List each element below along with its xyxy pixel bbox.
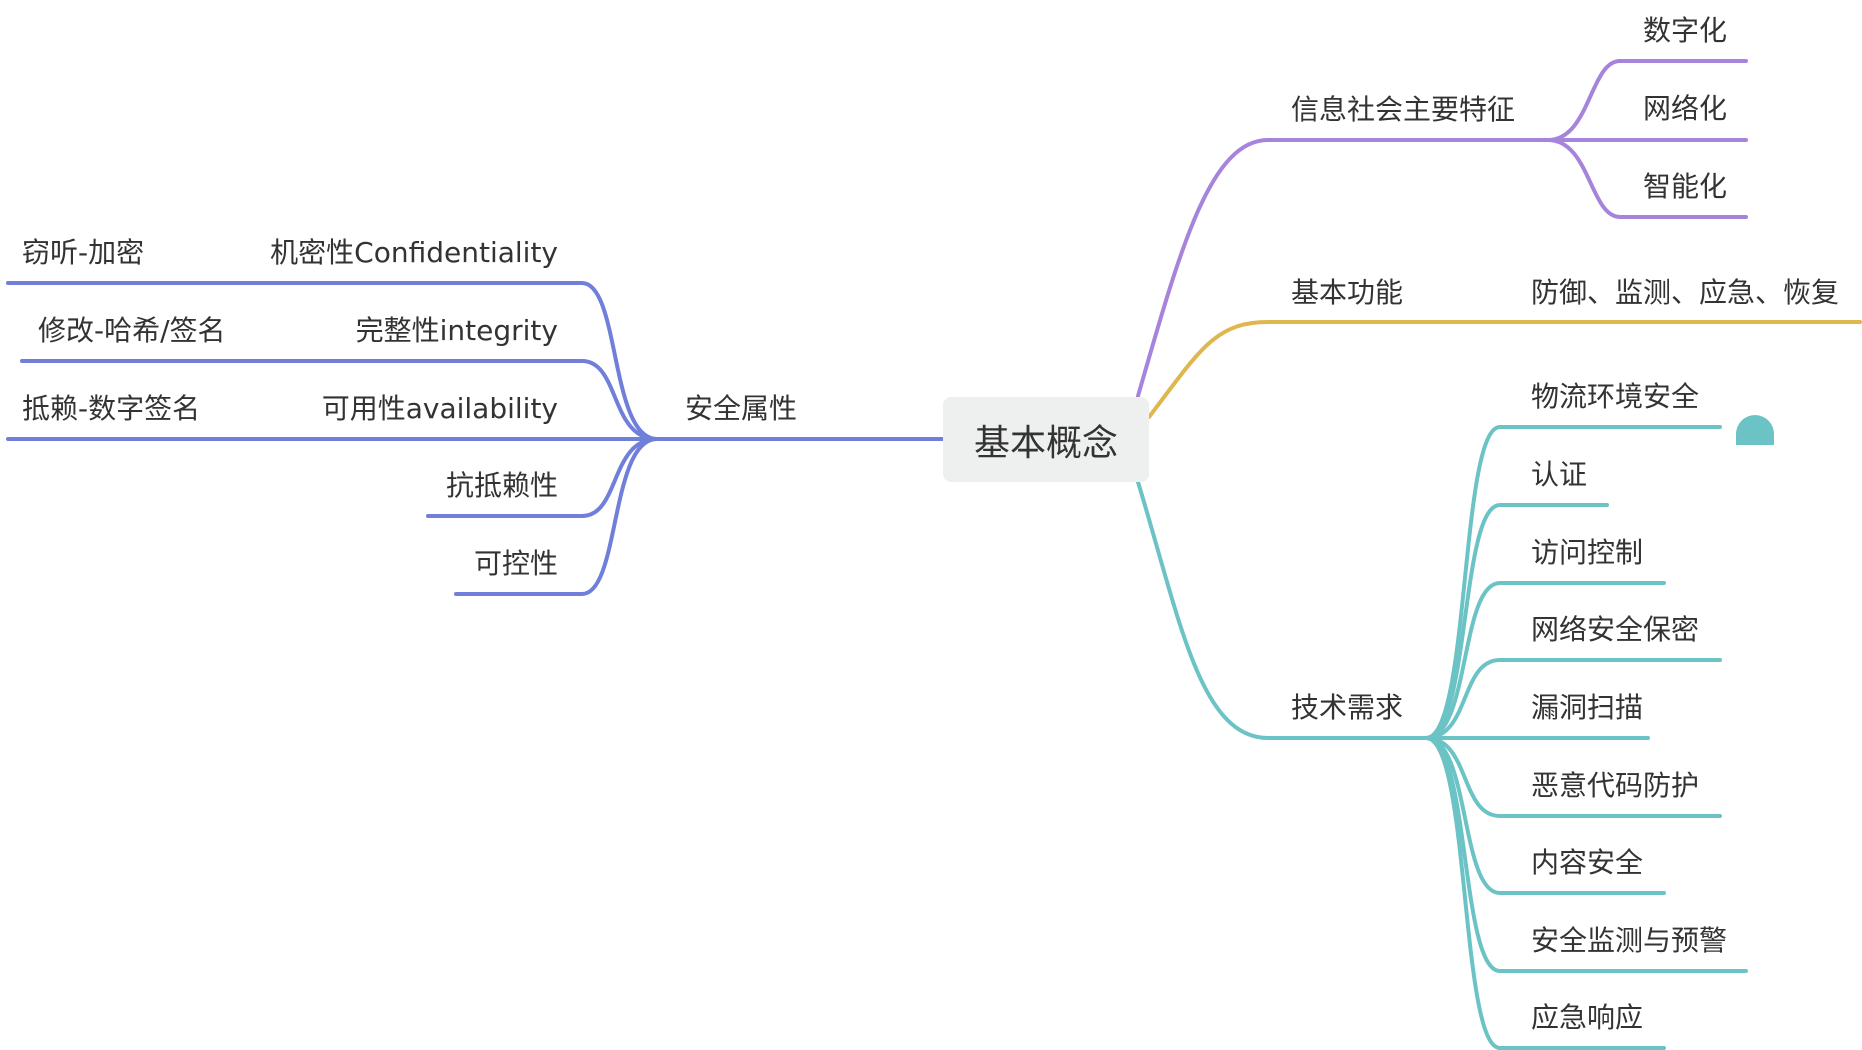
edge-security-child <box>20 359 659 441</box>
node-tech-requirements[interactable]: 技术需求 <box>1291 691 1404 724</box>
node-info-society[interactable]: 信息社会主要特征 <box>1291 93 1516 126</box>
edge-intelligentization <box>1546 138 1748 219</box>
node-basic-function[interactable]: 基本功能 <box>1291 276 1404 309</box>
root-node-label: 基本概念 <box>973 422 1118 464</box>
node-security-monitoring-warning[interactable]: 安全监测与预警 <box>1531 924 1728 957</box>
node-content-security[interactable]: 内容安全 <box>1531 846 1644 879</box>
node-eavesdrop-encrypt[interactable]: 窃听-加密 <box>22 236 145 269</box>
edge-basic-function <box>1147 320 1862 419</box>
node-availability[interactable]: 可用性availability <box>321 392 558 425</box>
edge-security-child <box>6 281 659 441</box>
node-authentication[interactable]: 认证 <box>1531 458 1588 491</box>
edge-info-society <box>1136 138 1550 398</box>
mindmap-edges <box>6 59 1862 1050</box>
node-intelligentization[interactable]: 智能化 <box>1643 170 1728 203</box>
node-repudiation-digital-signature[interactable]: 抵赖-数字签名 <box>22 392 201 425</box>
node-non-repudiation[interactable]: 抗抵赖性 <box>445 469 558 502</box>
node-emergency-response[interactable]: 应急响应 <box>1531 1001 1644 1034</box>
edge-tech-requirements <box>1136 480 1428 740</box>
edge-tech-child <box>1424 736 1722 818</box>
node-malware-protection[interactable]: 恶意代码防护 <box>1531 769 1700 802</box>
node-security-attributes[interactable]: 安全属性 <box>685 392 798 425</box>
edge-tech-child <box>1424 736 1666 1050</box>
node-integrity[interactable]: 完整性integrity <box>355 314 558 347</box>
edge-tech-child <box>1424 503 1609 740</box>
edge-security-child <box>426 437 659 518</box>
edge-tech-child <box>1424 736 1666 895</box>
node-defense-monitor-response-recovery[interactable]: 防御、监测、应急、恢复 <box>1531 276 1840 309</box>
node-modify-hash-signature[interactable]: 修改-哈希/签名 <box>38 314 226 347</box>
node-confidentiality[interactable]: 机密性Confidentiality <box>270 236 558 269</box>
edge-tech-child <box>1424 581 1666 740</box>
node-digitalization[interactable]: 数字化 <box>1643 14 1728 47</box>
node-controllability[interactable]: 可控性 <box>473 547 558 580</box>
edge-tech-child <box>1424 658 1722 740</box>
node-network-security-secrecy[interactable]: 网络安全保密 <box>1531 613 1700 646</box>
edge-digitalization <box>1546 59 1748 142</box>
collapse-toggle[interactable] <box>1736 415 1774 445</box>
edge-tech-child <box>1424 425 1722 740</box>
node-vulnerability-scan[interactable]: 漏洞扫描 <box>1531 691 1644 724</box>
edge-security-child <box>454 437 659 596</box>
root-node[interactable] <box>943 397 1149 482</box>
node-networking[interactable]: 网络化 <box>1643 92 1728 125</box>
node-physical-env-security[interactable]: 物流环境安全 <box>1531 380 1700 413</box>
node-access-control[interactable]: 访问控制 <box>1531 536 1644 569</box>
